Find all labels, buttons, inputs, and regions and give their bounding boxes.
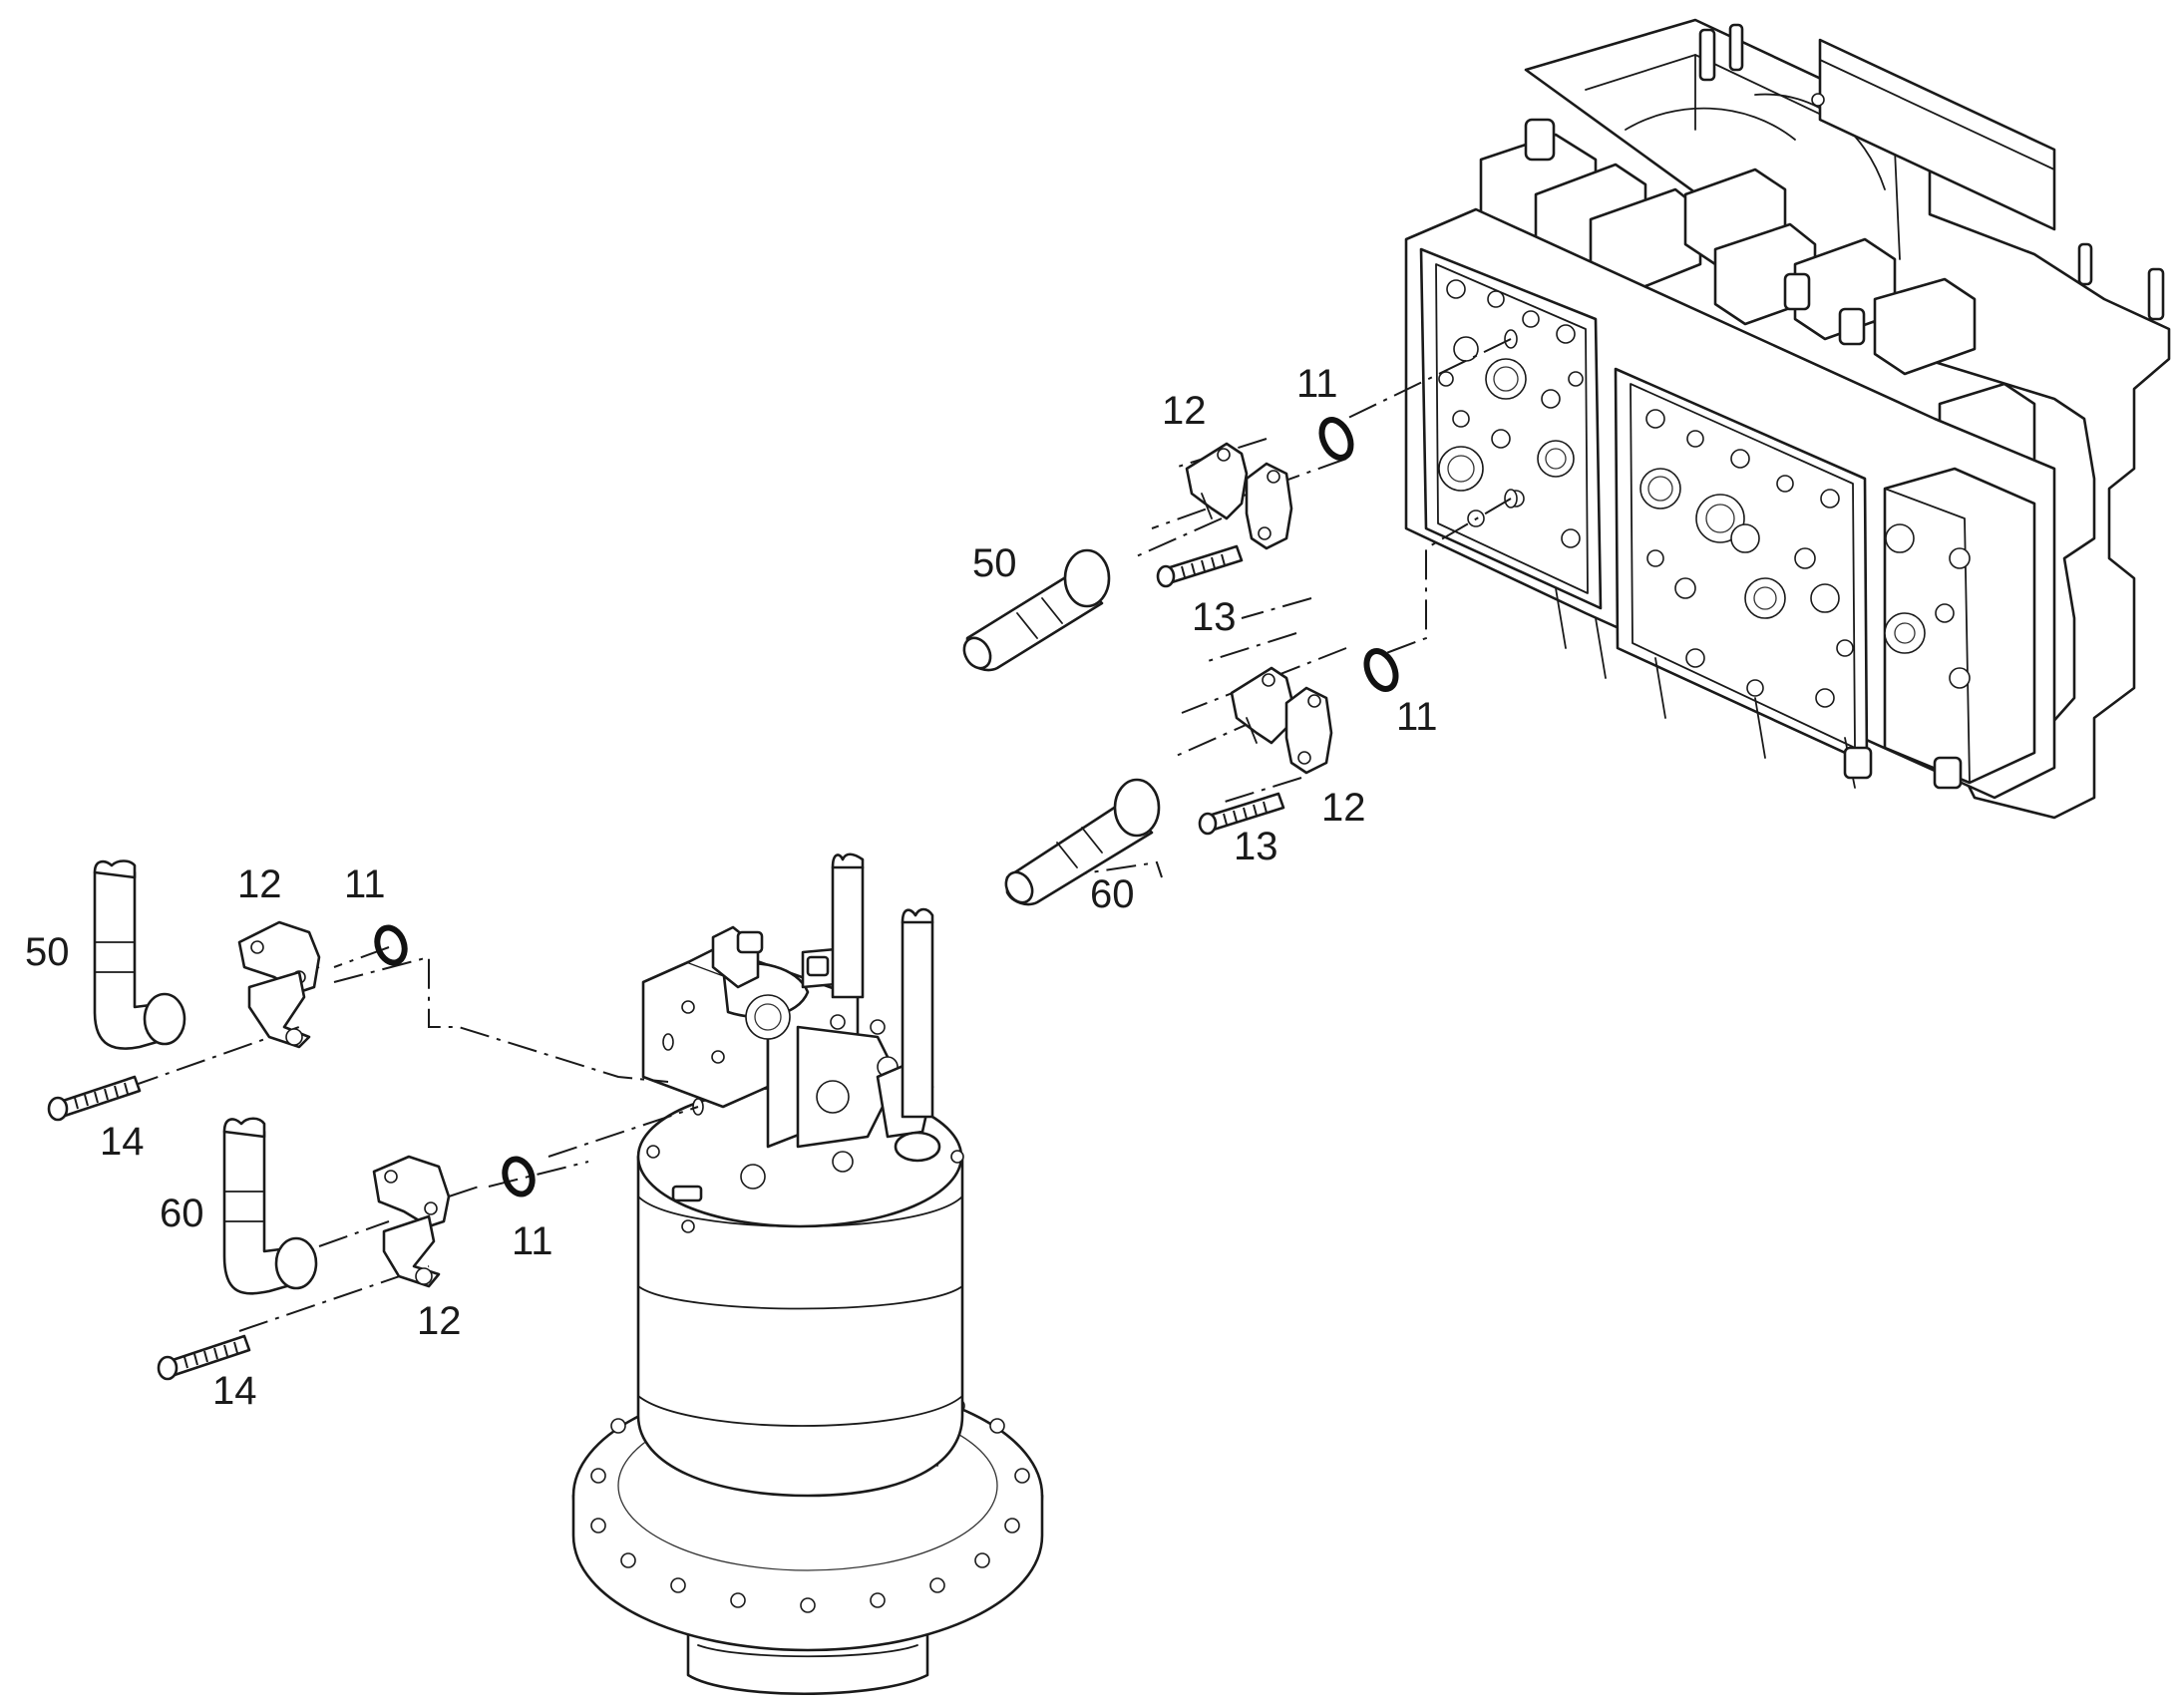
callout-labels: 11 12 50 13 11 12 13 60 12 11 50 14 60 1… — [25, 362, 1438, 1413]
pipe-60-left — [222, 1117, 318, 1295]
callout-14-left-a: 14 — [100, 1120, 145, 1164]
callout-12-mid: 12 — [1321, 786, 1366, 830]
callout-60-mid: 60 — [1090, 872, 1135, 916]
split-flange-half-12-mid-a — [1230, 666, 1293, 745]
o-ring-11-top — [1318, 417, 1354, 461]
split-flange-half-12-mid-b — [1284, 686, 1333, 775]
callout-13-top: 13 — [1192, 595, 1237, 639]
callout-14-left-b: 14 — [212, 1369, 257, 1413]
valve-face-bolts — [1438, 279, 1584, 548]
split-flange-half-12-left-b-bot — [382, 1214, 441, 1288]
swing-motor-assembly — [571, 853, 1044, 1696]
callout-50-left: 50 — [25, 930, 70, 974]
split-flange-half-12-top-a — [1185, 442, 1249, 520]
pipe-50-top — [962, 548, 1111, 672]
bolt-13-top — [1156, 544, 1244, 588]
o-ring-11-left-a — [374, 924, 408, 966]
callout-50-top: 50 — [972, 541, 1017, 585]
valve-face-bolts-2 — [1639, 409, 1854, 708]
callout-11-left-a: 11 — [344, 862, 386, 906]
callout-13-mid: 13 — [1234, 825, 1278, 868]
split-flange-half-12-top-b — [1245, 462, 1293, 550]
bolt-13-mid — [1198, 792, 1285, 836]
control-valve-assembly — [1404, 18, 2171, 820]
pipe-60-mid — [1004, 778, 1161, 906]
callout-11-top: 11 — [1296, 362, 1338, 406]
bolt-14-left-a — [47, 1075, 142, 1122]
callout-60-left: 60 — [160, 1192, 204, 1235]
left-fitting-group — [47, 859, 536, 1381]
callout-12-top: 12 — [1162, 389, 1207, 433]
upper-fitting-group — [962, 417, 1399, 906]
callout-11-left-b: 11 — [512, 1219, 553, 1263]
o-ring-11-mid — [1363, 648, 1399, 692]
callout-12-left-a: 12 — [237, 862, 282, 906]
split-flange-half-12-left-a-bot — [247, 970, 311, 1049]
bolt-14-left-b — [157, 1334, 251, 1381]
callout-11-mid: 11 — [1396, 695, 1438, 739]
split-flange-half-12-left-b-top — [372, 1155, 451, 1228]
callout-12-left-b: 12 — [417, 1299, 462, 1343]
o-ring-11-left-b — [502, 1156, 536, 1197]
pipe-50-left — [93, 859, 186, 1050]
